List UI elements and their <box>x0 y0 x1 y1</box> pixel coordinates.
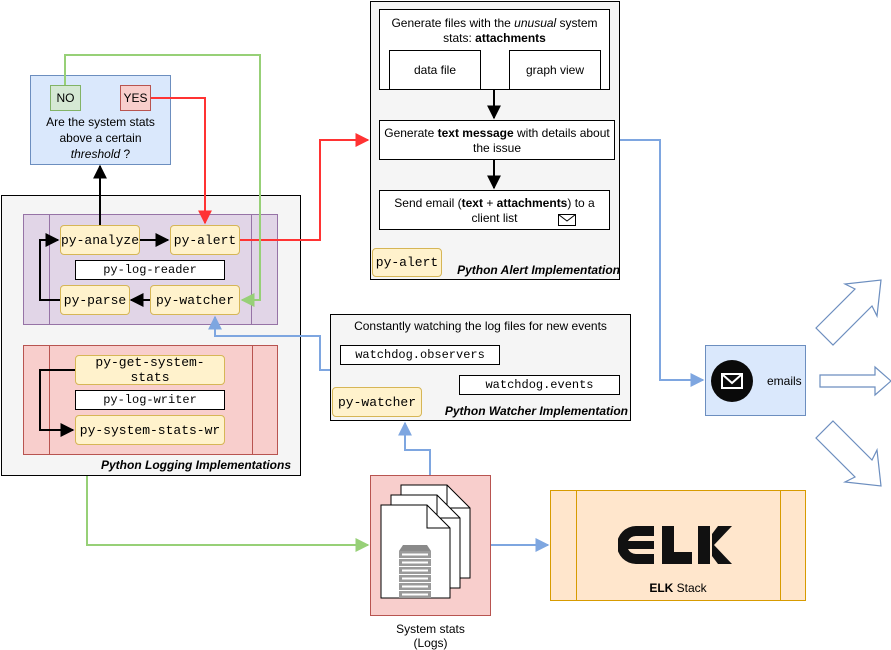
gen-text-line1a: Generate <box>384 126 438 140</box>
graph-view-box[interactable]: graph view <box>509 50 601 90</box>
email-attachments-bold: attachments <box>496 196 568 210</box>
gen-files-text: Generate files with the unusual system s… <box>380 16 609 46</box>
gen-files-line2: stats: <box>443 31 476 45</box>
logging-title: Python Logging Implementations <box>101 458 291 472</box>
gen-text-line1b: with details about <box>513 126 610 140</box>
threshold-question: Are the system stats above a certain thr… <box>30 114 171 162</box>
py-alert-node[interactable]: py-alert <box>170 225 240 255</box>
question-line-1: Are the system stats <box>46 115 155 129</box>
system-stats-line2: (Logs) <box>413 636 448 650</box>
writing-lane-divider-right <box>252 345 253 455</box>
elk-label-bold: ELK <box>649 581 674 595</box>
elk-divider-left <box>576 490 577 601</box>
gen-text-line2: the issue <box>472 141 522 155</box>
no-badge[interactable]: NO <box>50 85 81 111</box>
py-parse-node[interactable]: py-parse <box>60 285 130 315</box>
question-line-2: above a certain <box>59 131 142 145</box>
email-line1b: ) to a <box>567 196 595 210</box>
system-stats-label: System stats (Logs) <box>370 622 491 650</box>
py-watcher-node[interactable]: py-watcher <box>150 285 240 315</box>
gen-files-attachments: attachments <box>475 31 546 45</box>
py-get-system-stats-node[interactable]: py-get-system-stats <box>75 355 225 385</box>
email-plus: + <box>482 196 497 210</box>
py-analyze-node[interactable]: py-analyze <box>60 225 140 255</box>
gen-files-unusual: unusual <box>514 16 557 30</box>
gen-text-box[interactable]: Generate text message with details about… <box>379 120 615 160</box>
email-line2: client list <box>471 211 518 225</box>
question-mark: ? <box>120 147 131 161</box>
py-system-stats-wr-node[interactable]: py-system-stats-wr <box>75 415 225 445</box>
mail-circle-icon <box>711 360 753 402</box>
analysis-lane-divider-left <box>49 214 50 325</box>
watcher-description: Constantly watching the log files for ne… <box>354 319 607 333</box>
gen-files-line1a: Generate files with the <box>391 16 515 30</box>
email-line1a: Send email ( <box>394 196 462 210</box>
py-log-writer-node[interactable]: py-log-writer <box>75 390 225 410</box>
email-text-bold: text <box>461 196 483 210</box>
gen-files-line1b: system <box>556 16 598 30</box>
watcher-title: Python Watcher Implementation <box>444 404 628 418</box>
alert-tag[interactable]: py-alert <box>372 248 442 277</box>
elk-label: ELK Stack <box>550 581 806 595</box>
system-stats-line1: System stats <box>396 622 465 636</box>
gen-text-bold: text message <box>437 126 514 140</box>
server-icon <box>399 545 431 598</box>
alert-title: Python Alert Implementation <box>457 263 620 277</box>
elk-divider-right <box>780 490 781 601</box>
py-log-reader-node[interactable]: py-log-reader <box>75 260 225 280</box>
elk-label-rest: Stack <box>673 581 707 595</box>
watcher-tag[interactable]: py-watcher <box>332 387 422 417</box>
elk-logo-icon <box>618 526 732 564</box>
yes-badge[interactable]: YES <box>120 85 151 111</box>
emails-label: emails <box>767 374 802 388</box>
writing-lane-divider-left <box>49 345 50 455</box>
question-threshold: threshold <box>70 147 121 161</box>
watchdog-observers-node[interactable]: watchdog.observers <box>340 345 500 365</box>
analysis-lane-divider-right <box>251 214 252 325</box>
envelope-icon <box>558 214 576 226</box>
data-file-box[interactable]: data file <box>389 50 481 90</box>
watcher-container <box>330 314 631 421</box>
watchdog-events-node[interactable]: watchdog.events <box>459 375 620 395</box>
elk-box[interactable] <box>550 490 806 601</box>
